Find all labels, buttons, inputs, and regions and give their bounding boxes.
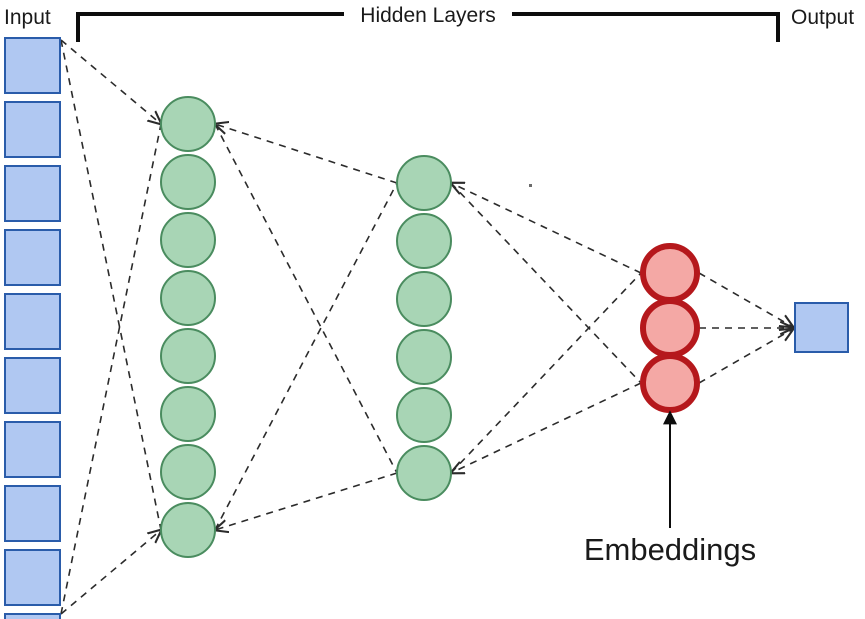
hidden-node[interactable] xyxy=(160,328,216,384)
connections-input-to-hidden1 xyxy=(60,39,161,615)
hidden-node[interactable] xyxy=(396,387,452,443)
embedding-layer xyxy=(640,243,700,413)
hidden-layers-label: Hidden Layers xyxy=(360,4,495,27)
hidden-layer-2 xyxy=(396,155,452,501)
output-label: Output xyxy=(791,6,854,29)
hidden-node[interactable] xyxy=(396,329,452,385)
hidden-node[interactable] xyxy=(396,213,452,269)
hidden-node[interactable] xyxy=(160,502,216,558)
hidden-node[interactable] xyxy=(160,212,216,268)
stray-speck xyxy=(529,184,532,187)
input-node[interactable] xyxy=(4,101,61,158)
input-node[interactable] xyxy=(4,485,61,542)
embeddings-label: Embeddings xyxy=(584,532,756,567)
hidden-node[interactable] xyxy=(160,444,216,500)
embedding-node[interactable] xyxy=(640,243,700,303)
input-node[interactable] xyxy=(4,229,61,286)
hidden-layers-bracket xyxy=(76,12,780,42)
input-layer xyxy=(4,37,61,619)
hidden-node[interactable] xyxy=(396,271,452,327)
embedding-node[interactable] xyxy=(640,353,700,413)
input-node[interactable] xyxy=(4,613,61,619)
connections-hidden1-to-hidden2 xyxy=(215,124,398,530)
embedding-node[interactable] xyxy=(640,298,700,358)
hidden-node[interactable] xyxy=(160,96,216,152)
hidden-node[interactable] xyxy=(160,154,216,210)
hidden-node[interactable] xyxy=(160,270,216,326)
hidden-node[interactable] xyxy=(396,155,452,211)
connections-hidden2-to-embeddings xyxy=(451,183,642,473)
input-node[interactable] xyxy=(4,293,61,350)
input-node[interactable] xyxy=(4,357,61,414)
hidden-node[interactable] xyxy=(396,445,452,501)
hidden-layer-1 xyxy=(160,96,216,558)
input-label: Input xyxy=(4,6,51,29)
output-node[interactable] xyxy=(794,302,849,353)
output-layer xyxy=(794,302,849,353)
input-node[interactable] xyxy=(4,37,61,94)
input-node[interactable] xyxy=(4,549,61,606)
input-node[interactable] xyxy=(4,165,61,222)
input-node[interactable] xyxy=(4,421,61,478)
connections-embeddings-to-output xyxy=(698,272,793,384)
hidden-node[interactable] xyxy=(160,386,216,442)
